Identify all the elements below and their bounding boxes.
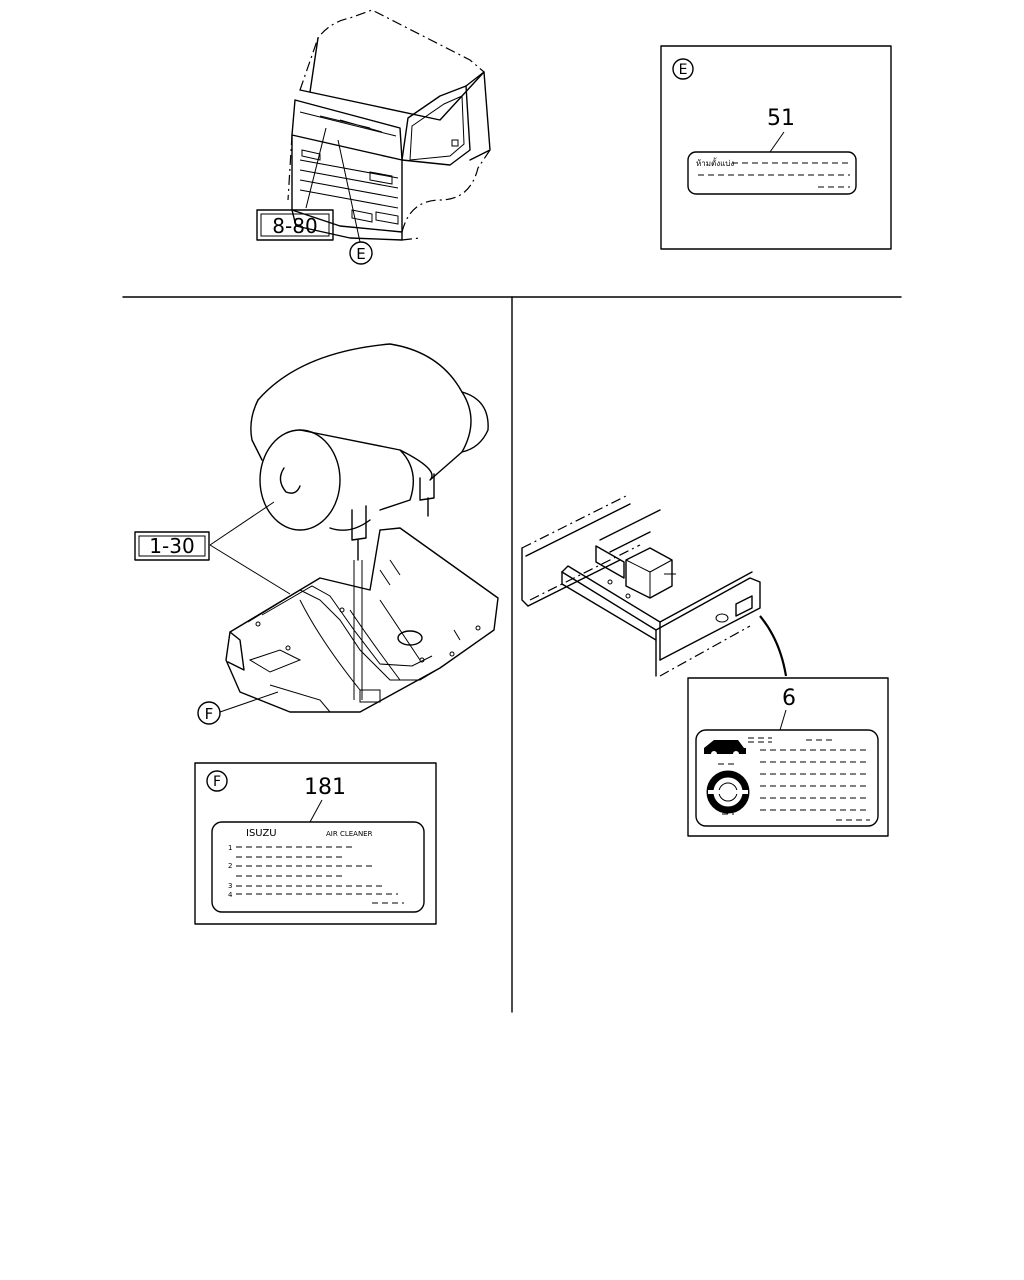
truck-cab-illustration <box>287 9 491 243</box>
panel-f-letter: F <box>213 774 221 790</box>
callout-1-30: 1-30 <box>134 531 210 561</box>
panel-6-part-number: 6 <box>782 686 796 711</box>
label-181-row-3: 3 <box>228 882 232 890</box>
panel-e-part-number: 51 <box>767 106 795 131</box>
panel-f-part-number: 181 <box>304 775 346 800</box>
frame-illustration <box>521 495 788 677</box>
label-181-title: AIR CLEANER <box>326 830 373 838</box>
label-51 <box>687 151 857 195</box>
label-181-row-1: 1 <box>228 844 232 852</box>
callout-8-80: 8-80 <box>256 209 334 241</box>
callout-e-cab: E <box>349 241 373 265</box>
panel-e: E 51 ห้ามตั้งแบ่ง <box>660 45 892 250</box>
label-181-row-2: 2 <box>228 862 232 870</box>
callout-1-30-text: 1-30 <box>149 534 194 558</box>
label-6 <box>695 729 879 827</box>
label-181 <box>211 821 425 913</box>
label-51-thai-text: ห้ามตั้งแบ่ง <box>696 157 734 168</box>
panel-6: 6 <box>687 677 889 837</box>
panel-e-letter: E <box>679 62 688 78</box>
label-181-brand: ISUZU <box>246 828 277 839</box>
callout-e-cab-text: E <box>356 245 365 263</box>
callout-f-cleaner-text: F <box>205 705 214 723</box>
callout-f-cleaner: F <box>197 701 221 725</box>
panel-f: F 181 ISUZU AIR CLEANER 1 2 3 4 <box>194 762 437 925</box>
truck-icon <box>704 740 746 757</box>
filter-ring-icon <box>706 770 750 814</box>
callout-8-80-text: 8-80 <box>272 214 317 238</box>
label-181-row-4: 4 <box>228 891 233 899</box>
air-cleaner-bracket <box>209 501 499 713</box>
